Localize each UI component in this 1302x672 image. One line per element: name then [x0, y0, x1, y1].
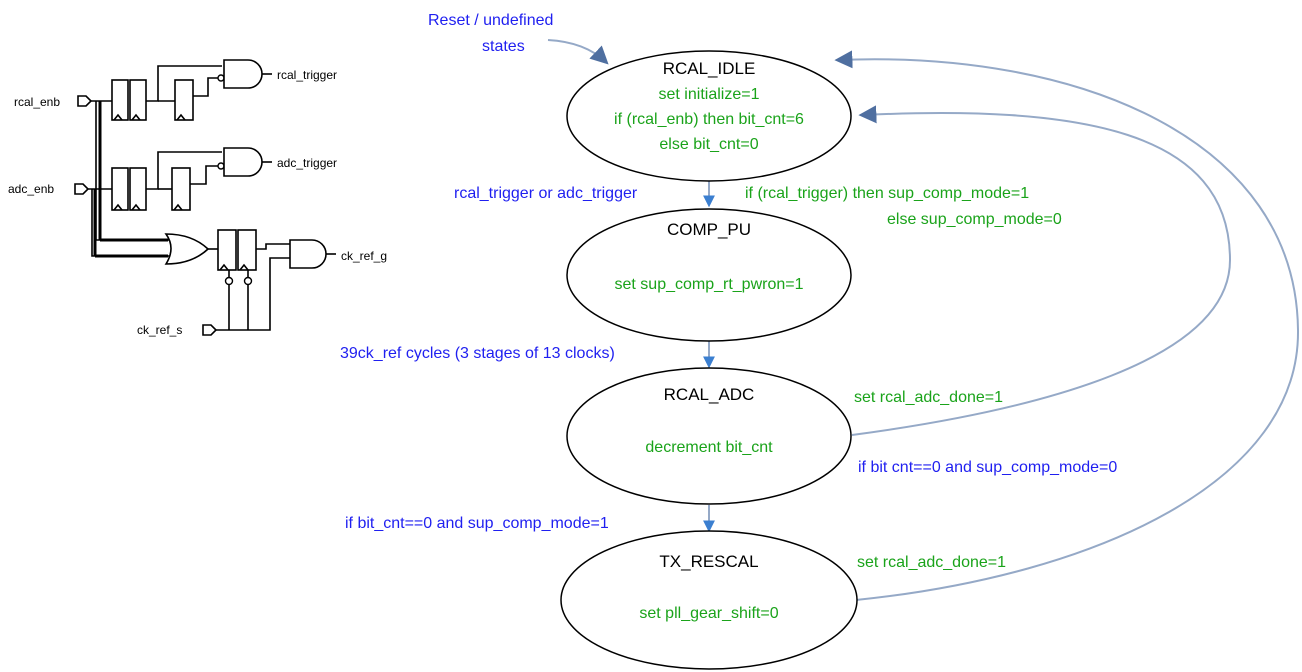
adc-sync-flipflop [111, 167, 147, 211]
rcal-enb-label: rcal_enb [14, 95, 60, 109]
circuit-schematic: rcal_enb adc_enb ck_ref_s [8, 59, 387, 337]
state-title: RCAL_ADC [664, 385, 755, 404]
rcal-delay-flipflop [174, 79, 194, 121]
state-title: RCAL_IDLE [663, 59, 756, 78]
ck-ref-g-output-label: ck_ref_g [341, 249, 387, 263]
rescal-to-idle-arc [834, 50, 1300, 601]
ck-ref-s-label: ck_ref_s [137, 323, 182, 337]
state-title: TX_RESCAL [659, 552, 758, 571]
state-rcal-adc: RCAL_ADC decrement bit_cnt [566, 367, 852, 505]
state-action: decrement bit_cnt [645, 439, 773, 456]
adc-to-idle-action: set rcal_adc_done=1 [854, 389, 1003, 406]
adc-enb-label: adc_enb [8, 182, 54, 196]
idle-to-comppu-action-1: if (rcal_trigger) then sup_comp_mode=1 [745, 185, 1029, 202]
enable-or-gate [164, 233, 210, 265]
state-action: set pll_gear_shift=0 [639, 605, 778, 622]
state-tx-rescal: TX_RESCAL set pll_gear_shift=0 [560, 530, 858, 670]
clock-gate-flipflop [217, 229, 257, 271]
adc-to-idle-condition: if bit cnt==0 and sup_comp_mode=0 [858, 459, 1117, 476]
ck-ref-and-gate [289, 239, 327, 269]
rcal-trigger-output-label: rcal_trigger [277, 68, 337, 82]
adc-to-idle-arc [851, 105, 1232, 436]
adc-trigger-output-label: adc_trigger [277, 156, 337, 170]
idle-to-comppu-condition: rcal_trigger or adc_trigger [454, 185, 638, 202]
reset-label-line2: states [482, 38, 525, 55]
adc-enb-port: adc_enb [8, 182, 90, 196]
state-comp-pu: COMP_PU set sup_comp_rt_pwron=1 [566, 208, 852, 342]
rcal-sync-flipflop [111, 79, 147, 121]
state-action: set sup_comp_rt_pwron=1 [615, 276, 804, 293]
reset-label-line1: Reset / undefined [428, 12, 553, 29]
idle-to-comppu-action-2: else sup_comp_mode=0 [887, 211, 1062, 228]
rescal-to-idle-action: set rcal_adc_done=1 [857, 554, 1006, 571]
state-action: else bit_cnt=0 [659, 136, 758, 153]
adc-trigger-and-gate [223, 147, 263, 177]
rcal-trigger-and-gate [223, 59, 263, 89]
state-action: set initialize=1 [659, 86, 760, 103]
ck-ref-s-port: ck_ref_s [137, 323, 218, 337]
adc-delay-flipflop [171, 167, 191, 211]
rcal-enb-port: rcal_enb [14, 95, 93, 109]
state-rcal-idle: RCAL_IDLE set initialize=1 if (rcal_enb)… [566, 50, 852, 182]
comppu-to-adc-condition: 39ck_ref cycles (3 stages of 13 clocks) [340, 345, 615, 362]
adc-to-rescal-condition: if bit_cnt==0 and sup_comp_mode=1 [345, 515, 609, 532]
state-action: if (rcal_enb) then bit_cnt=6 [614, 111, 804, 128]
state-title: COMP_PU [667, 220, 751, 239]
reset-arrow [547, 39, 609, 65]
